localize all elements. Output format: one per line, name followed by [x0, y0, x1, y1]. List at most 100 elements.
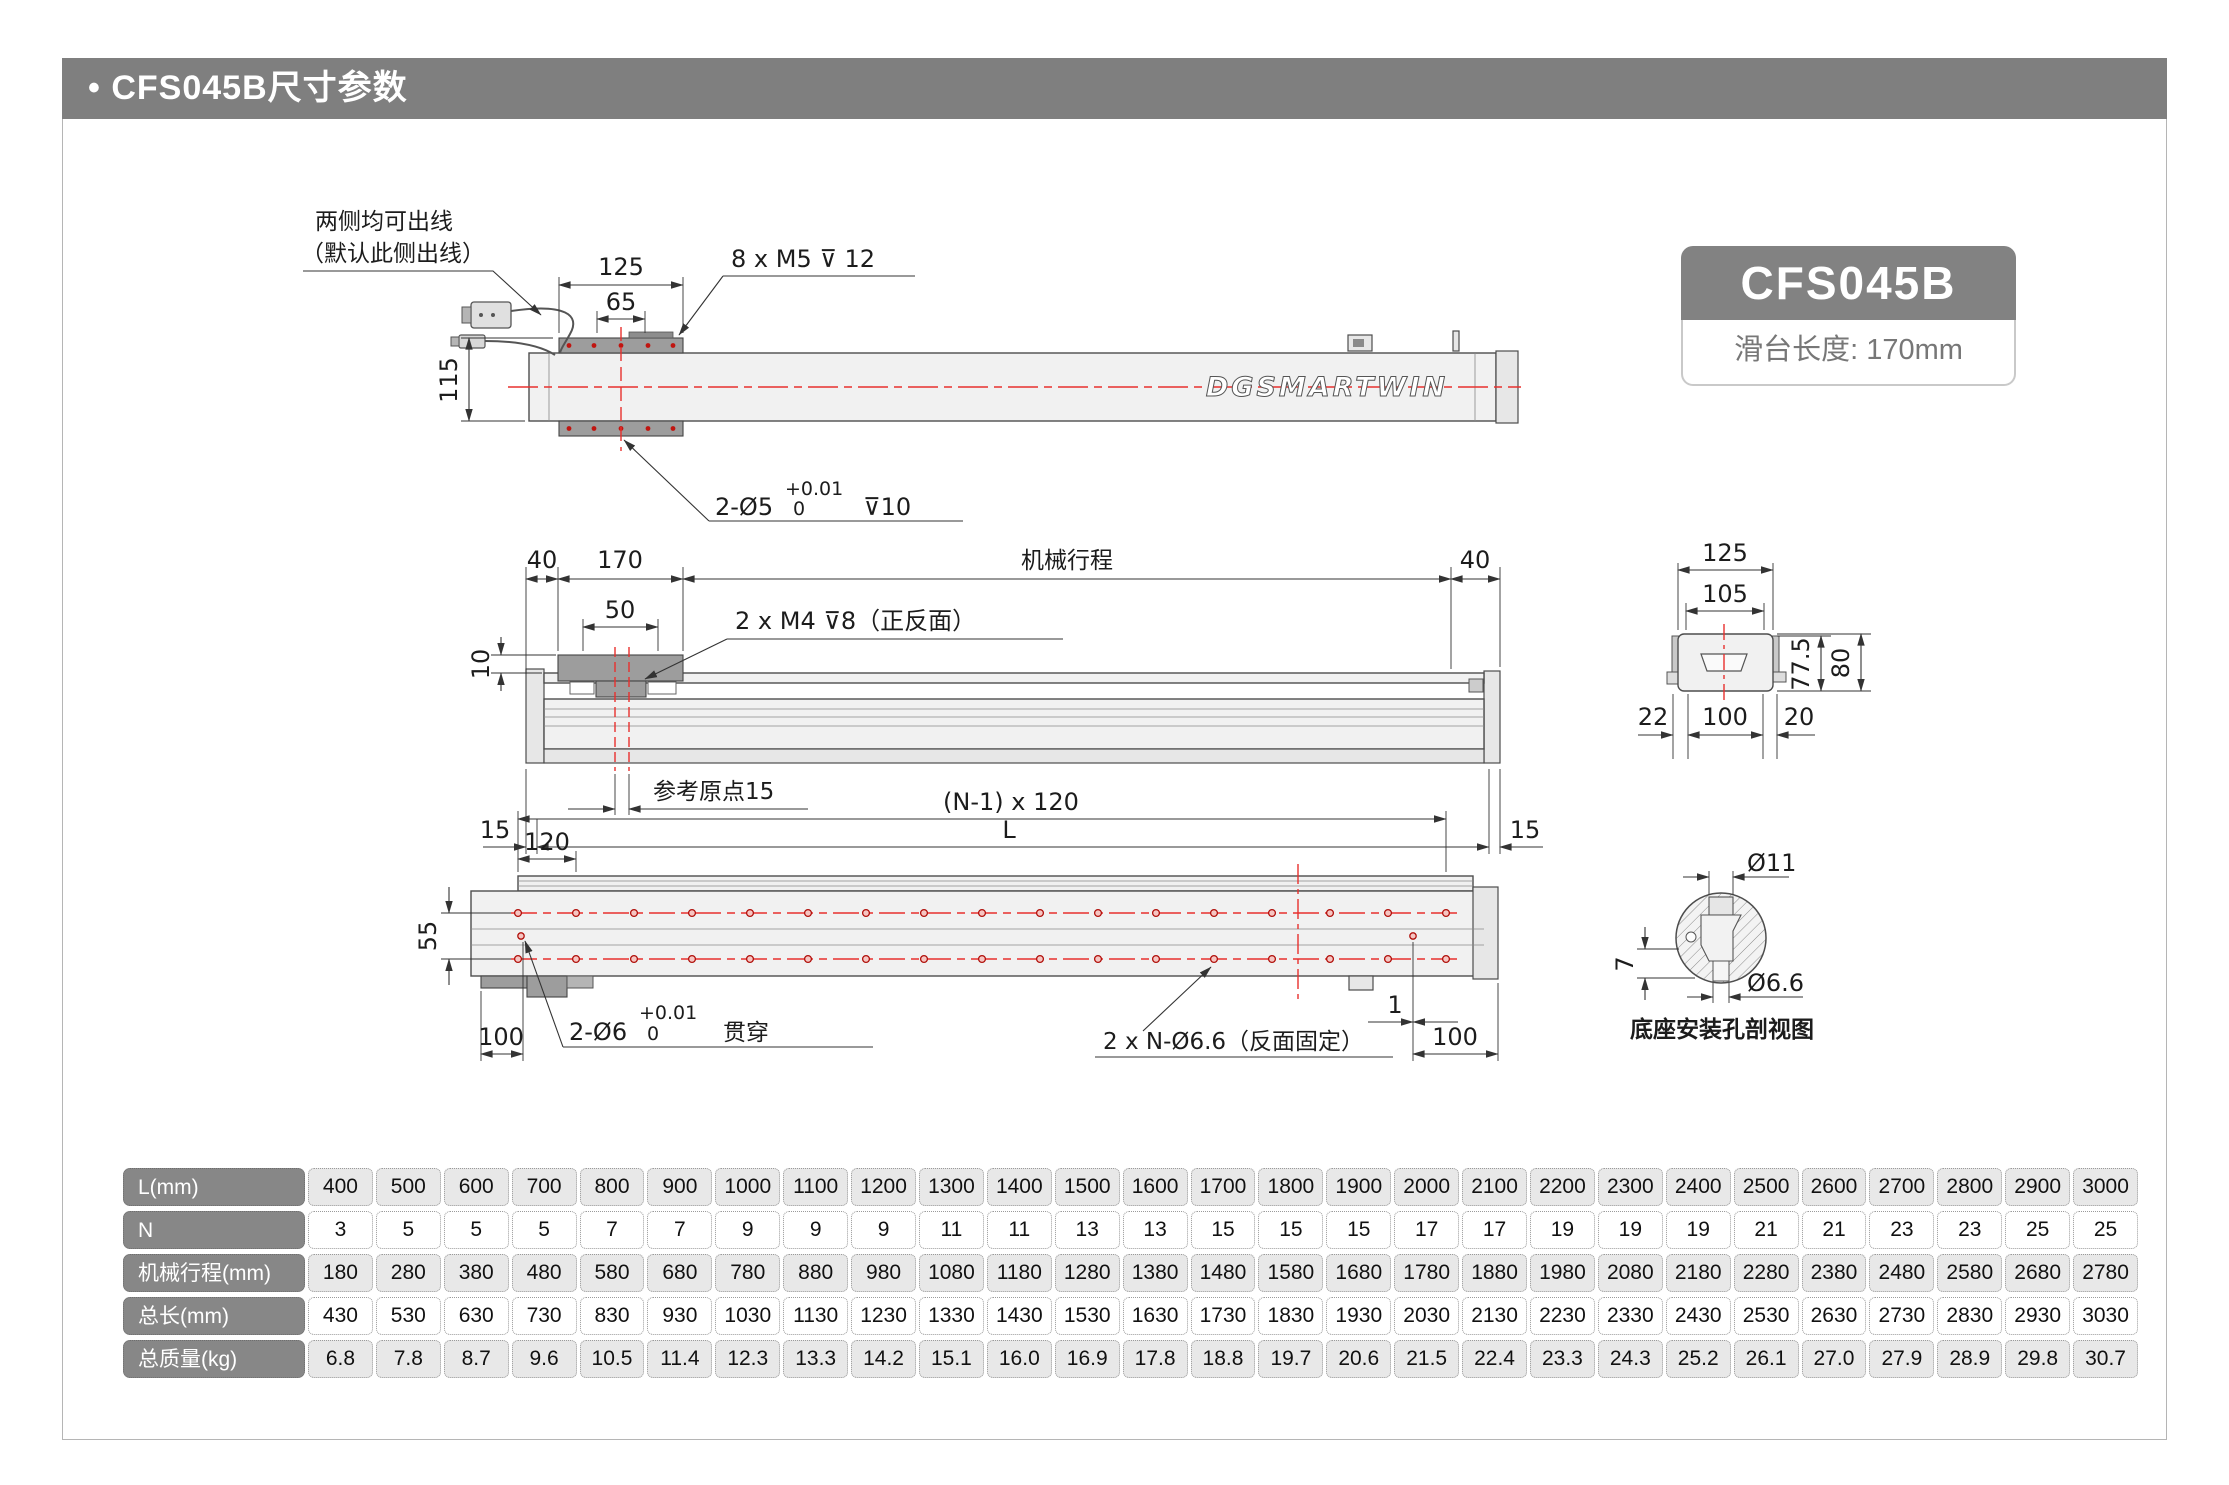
- table-cell: 2080: [1597, 1254, 1663, 1292]
- dim-80: 80: [1777, 633, 1871, 692]
- table-cell: 15: [1258, 1211, 1324, 1249]
- stroke-label: 机械行程: [1021, 548, 1113, 574]
- table-cell: 1080: [918, 1254, 984, 1292]
- m5-hole-dots: [566, 343, 676, 431]
- table-cell: 2030: [1394, 1297, 1460, 1335]
- cable-note-leader: [303, 270, 542, 316]
- page-title: • CFS045B尺寸参数: [88, 69, 408, 107]
- svg-text:77.5: 77.5: [1787, 637, 1815, 690]
- dim-100-right: 100: [1412, 983, 1499, 1061]
- table-cell: 9: [851, 1211, 916, 1249]
- table-cell: 980: [851, 1254, 916, 1292]
- table-cell: 9: [783, 1211, 849, 1249]
- model-badge: CFS045B 滑台长度: 170mm: [1681, 246, 2016, 386]
- table-cell: 13.3: [783, 1340, 849, 1378]
- table-cell: 2900: [2005, 1168, 2071, 1206]
- table-cell: 1200: [851, 1168, 916, 1206]
- svg-text:0: 0: [793, 498, 805, 520]
- dim-120: 120: [517, 828, 577, 872]
- table-cell: 22.4: [1462, 1340, 1527, 1378]
- svg-text:⊽10: ⊽10: [863, 493, 911, 521]
- counterbore: [1708, 896, 1734, 916]
- dowel-hole-left: [517, 932, 525, 940]
- carriage: [557, 654, 684, 682]
- section-title-bar: • CFS045B尺寸参数: [62, 58, 2167, 119]
- table-cell: 13: [1054, 1211, 1120, 1249]
- table-cell: 930: [647, 1297, 713, 1335]
- table-cell: 10.5: [579, 1340, 645, 1378]
- detail-caption: 底座安装孔剖视图: [1630, 1016, 1814, 1043]
- table-cell: 2300: [1597, 1168, 1663, 1206]
- table-cell: 19: [1665, 1211, 1731, 1249]
- table-cell: 630: [443, 1297, 509, 1335]
- dim-65: 65: [596, 288, 646, 333]
- dim-bottom-section: 22 100 20: [1638, 694, 1815, 759]
- svg-text:Ø6.6: Ø6.6: [1747, 969, 1804, 997]
- row-label: N: [123, 1211, 305, 1249]
- table-cell: 19: [1529, 1211, 1595, 1249]
- table-cell: 8.7: [443, 1340, 509, 1378]
- table-cell: 1600: [1122, 1168, 1188, 1206]
- table-cell: 900: [647, 1168, 713, 1206]
- bottom-plate: [543, 748, 1485, 764]
- table-cell: 19: [1597, 1211, 1663, 1249]
- table-cell: 2780: [2073, 1254, 2138, 1292]
- table-cell: 600: [443, 1168, 509, 1206]
- mounting-hole-dots: [513, 908, 1451, 964]
- table-cell: 180: [308, 1254, 373, 1292]
- table-cell: 1130: [783, 1297, 849, 1335]
- table-cell: 2400: [1665, 1168, 1731, 1206]
- side-view: 40 170 机械行程 40 10 5: [467, 546, 1543, 854]
- dim-15-left: 15: [480, 816, 511, 844]
- table-cell: 1900: [1326, 1168, 1392, 1206]
- table-cell: 1800: [1258, 1168, 1324, 1206]
- motor-block: [480, 975, 528, 989]
- table-cell: 2380: [1801, 1254, 1867, 1292]
- table-cell: 1230: [851, 1297, 916, 1335]
- svg-text:2-Ø5: 2-Ø5: [715, 493, 773, 521]
- table-cell: 280: [375, 1254, 441, 1292]
- thread-callout-m4: 2 x M4 ⊽8（正反面）: [644, 607, 1063, 680]
- right-end-cap: [1472, 886, 1499, 980]
- table-cell: 30.7: [2073, 1340, 2138, 1378]
- table-cell: 2580: [1937, 1254, 2003, 1292]
- table-cell: 18.8: [1190, 1340, 1256, 1378]
- table-cell: 3: [308, 1211, 373, 1249]
- dim-100: 100: [1702, 703, 1748, 731]
- table-cell: 27.0: [1801, 1340, 1867, 1378]
- svg-text:贯穿: 贯穿: [723, 1020, 769, 1046]
- dim-top-row: 40 170 机械行程 40: [525, 546, 1501, 674]
- svg-text:80: 80: [1827, 648, 1855, 679]
- dim-20: 20: [1784, 703, 1815, 731]
- dim-170: 170: [597, 546, 643, 574]
- dim-40-right: 40: [1460, 546, 1491, 574]
- table-cell: 1880: [1462, 1254, 1527, 1292]
- table-cell: 21: [1801, 1211, 1867, 1249]
- dim-bottom-row: 15 L 15: [480, 769, 1543, 854]
- table-cell: 1730: [1190, 1297, 1256, 1335]
- svg-text:115: 115: [435, 357, 463, 403]
- table-cell: 17: [1394, 1211, 1460, 1249]
- svg-text:2-Ø6: 2-Ø6: [569, 1018, 627, 1046]
- svg-text:+0.01: +0.01: [639, 1002, 697, 1024]
- table-cell: 13: [1122, 1211, 1188, 1249]
- table-cell: 7: [647, 1211, 713, 1249]
- svg-text:55: 55: [414, 921, 442, 952]
- dim-77-5: 77.5: [1777, 635, 1871, 692]
- table-cell: 1980: [1529, 1254, 1595, 1292]
- dim-L: L: [1002, 816, 1016, 844]
- table-cell: 1680: [1326, 1254, 1392, 1292]
- table-cell: 5: [375, 1211, 441, 1249]
- table-cell: 28.9: [1937, 1340, 2003, 1378]
- table-cell: 780: [715, 1254, 781, 1292]
- svg-text:(N-1) x 120: (N-1) x 120: [943, 788, 1079, 816]
- table-cell: 800: [579, 1168, 645, 1206]
- svg-text:2 x N-Ø6.6（反面固定）: 2 x N-Ø6.6（反面固定）: [1103, 1029, 1364, 1055]
- end-hook: [1452, 330, 1460, 352]
- svg-text:10: 10: [467, 649, 495, 680]
- table-cell: 9.6: [511, 1340, 577, 1378]
- svg-text:Ø11: Ø11: [1747, 849, 1796, 877]
- table-cell: 29.8: [2005, 1340, 2071, 1378]
